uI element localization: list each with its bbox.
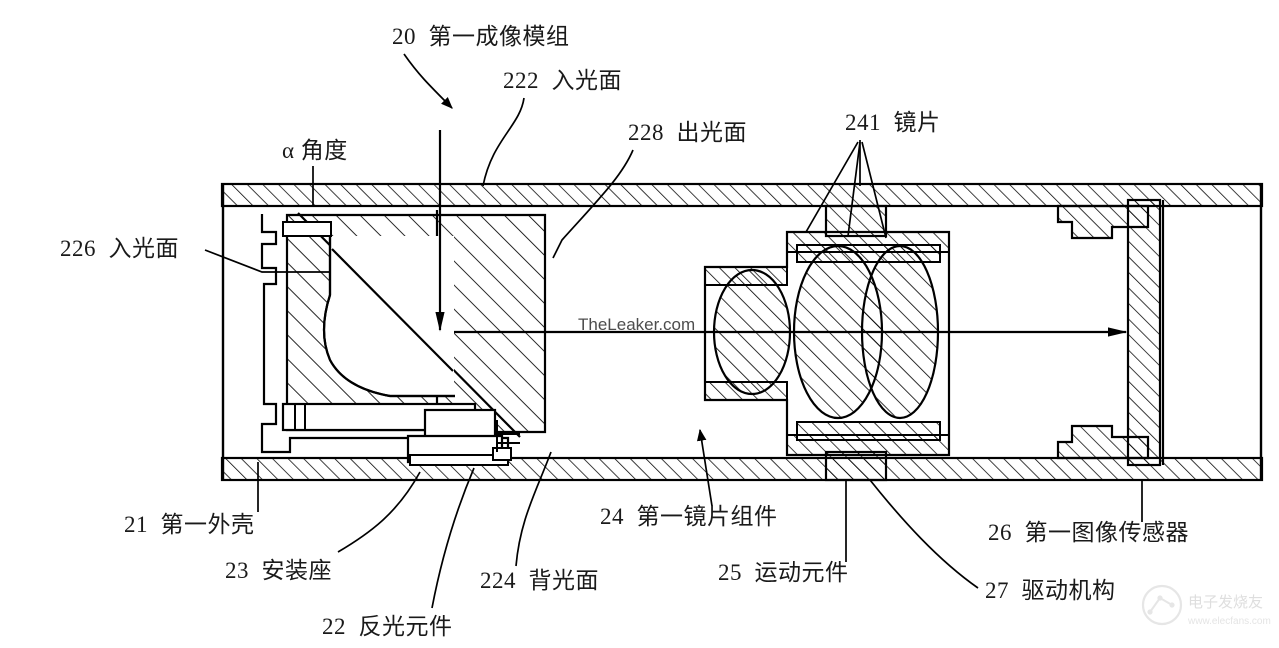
- drive-mechanism: [824, 204, 888, 482]
- sensor-bracket-top: [1056, 204, 1150, 240]
- label-26-text: 26 第一图像传感器: [988, 520, 1189, 545]
- leader-27: [869, 479, 979, 589]
- housing-bottom-wall: [220, 456, 1264, 482]
- label-222-text: 222 入光面: [503, 68, 622, 93]
- watermark-elecfans-url: www.elecfans.com: [1187, 616, 1271, 627]
- optical-path-rays: [435, 130, 1128, 337]
- leader-241-b: [847, 141, 861, 237]
- mount-seat-bracket-profile: [260, 214, 510, 454]
- prism-cavity-outline-restroke: [322, 235, 455, 398]
- leader-228: [552, 149, 634, 259]
- first-image-sensor-assembly: [1056, 198, 1165, 467]
- label-224-text: 224 背光面: [480, 568, 599, 593]
- sensor-bracket-bottom: [1056, 424, 1150, 460]
- leader-lines: [204, 53, 1143, 609]
- mount-seat-top-tab: [282, 221, 332, 237]
- label-228-text: 228 出光面: [628, 120, 747, 145]
- label-27-text: 27 驱动机构: [985, 578, 1116, 603]
- prism-cavity-fill: [327, 236, 454, 394]
- leader-224: [515, 451, 552, 567]
- elecfans-logo-dot-2: [1157, 595, 1163, 601]
- leader-22: [431, 467, 475, 609]
- leader-226: [204, 249, 330, 273]
- elecfans-logo-dot-1: [1147, 609, 1153, 615]
- housing-top-wall: [220, 182, 1264, 208]
- drive-magnet-top: [824, 204, 888, 238]
- drive-magnet-bottom: [824, 450, 888, 482]
- elecfans-logo-circle: [1141, 584, 1183, 626]
- label-24-text: 24 第一镜片组件: [600, 504, 778, 529]
- label-20-text: 20 第一成像模组: [392, 24, 570, 49]
- label-alpha-text: α 角度: [282, 138, 348, 163]
- label-25-text: 25 运动元件: [718, 560, 849, 585]
- image-sensor-slab: [1126, 198, 1162, 467]
- watermarks: TheLeaker.com 电子发烧友 www.elecfans.com: [578, 315, 1271, 627]
- leader-241-a: [805, 141, 859, 233]
- label-226-text: 226 入光面: [60, 236, 179, 261]
- annotation-labels: 20 第一成像模组 222 入光面 228 出光面 241 镜片 α 角度 22…: [60, 24, 1189, 639]
- leader-23: [337, 471, 421, 553]
- label-23-text: 23 安装座: [225, 558, 332, 583]
- leader-24: [696, 428, 713, 507]
- lens-retainer-bottom: [796, 421, 941, 441]
- label-241-text: 241 镜片: [845, 110, 941, 135]
- motion-element-block: [406, 408, 520, 466]
- prism-diagonal-over-cavity: [331, 248, 454, 372]
- motion-element-stop: [492, 447, 512, 461]
- label-21-text: 21 第一外壳: [124, 512, 255, 537]
- leader-241-c: [861, 141, 887, 239]
- first-lens-assembly: [703, 230, 951, 457]
- leader-222: [482, 97, 525, 187]
- watermark-elecfans-name: 电子发烧友: [1188, 594, 1263, 611]
- elecfans-logo-dot-3: [1169, 602, 1175, 608]
- watermark-elecfans: 电子发烧友 www.elecfans.com: [1141, 584, 1271, 627]
- label-22-text: 22 反光元件: [322, 614, 453, 639]
- watermark-theleaker: TheLeaker.com: [578, 315, 695, 334]
- leader-20: [403, 53, 453, 109]
